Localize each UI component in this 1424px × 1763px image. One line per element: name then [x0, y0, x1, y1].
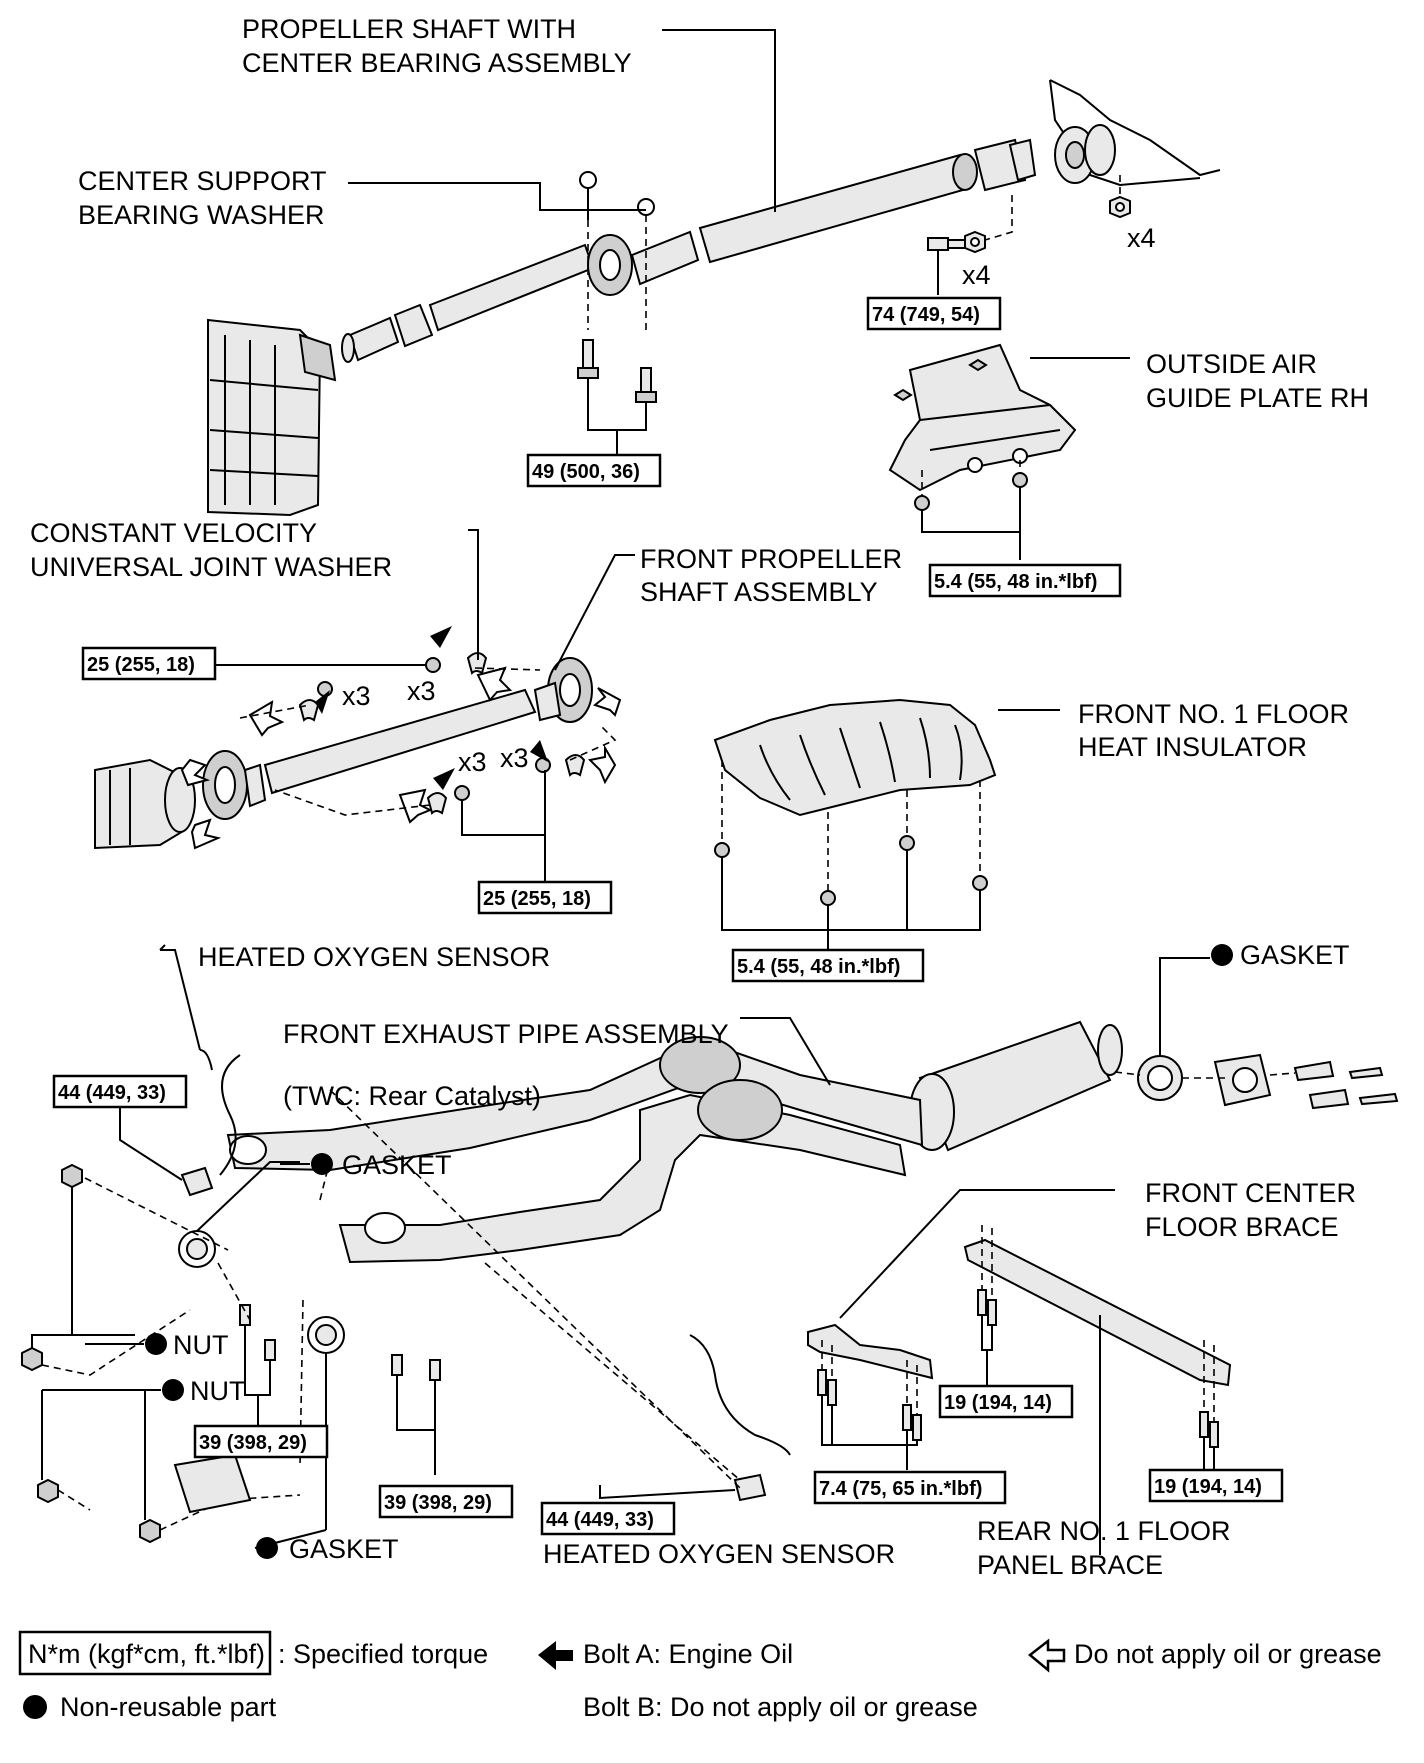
legend-bolt-a: Bolt A: Engine Oil	[583, 1639, 793, 1669]
legend-torque-box: N*m (kgf*cm, ft.*lbf)	[28, 1639, 265, 1669]
legend-non-reusable: Non-reusable part	[60, 1692, 277, 1722]
torque-39-a: 39 (398, 29)	[199, 1432, 307, 1454]
torque-19-a: 19 (194, 14)	[944, 1392, 1052, 1414]
torque-44-b: 44 (449, 33)	[546, 1509, 654, 1531]
label-floor-insulator: FRONT NO. 1 FLOOR	[1078, 699, 1349, 729]
label-x4-a: x4	[1127, 223, 1156, 253]
label-propeller-shaft: PROPELLER SHAFT WITH	[242, 14, 576, 44]
front-exhaust-pipe-group	[21, 944, 1399, 1544]
floor-heat-insulator-group	[713, 698, 1060, 955]
label-x3-c: x3	[458, 747, 487, 777]
flange-bolts	[927, 175, 1131, 295]
label-x4-b: x4	[962, 260, 991, 290]
label-front-center-brace: FRONT CENTER	[1145, 1178, 1356, 1208]
label-gasket-mid: GASKET	[342, 1150, 452, 1180]
front-propeller-shaft-group	[93, 529, 635, 885]
differential-flange-drawing	[1049, 79, 1221, 187]
hollow-arrow-left-icon	[1028, 1638, 1066, 1673]
filled-circle-icon	[23, 1695, 47, 1719]
legend-no-oil: Do not apply oil or grease	[1074, 1639, 1382, 1669]
label-heated-o2-bottom: HEATED OXYGEN SENSOR	[543, 1539, 895, 1569]
legend: N*m (kgf*cm, ft.*lbf) : Specified torque…	[18, 1630, 1382, 1722]
label-x3-d: x3	[500, 743, 529, 773]
label-cv-washer-2: UNIVERSAL JOINT WASHER	[30, 552, 392, 582]
label-cv-washer: CONSTANT VELOCITY	[30, 518, 317, 548]
label-front-prop-2: SHAFT ASSEMBLY	[640, 577, 878, 607]
torque-19-b: 19 (194, 14)	[1154, 1476, 1262, 1498]
outside-air-guide-plate-drawing	[888, 343, 1130, 560]
label-rear-brace-2: PANEL BRACE	[977, 1550, 1163, 1580]
non-reusable-bullet-icon	[162, 1379, 184, 1401]
torque-25-b: 25 (255, 18)	[483, 888, 591, 910]
torque-5-4-b: 5.4 (55, 48 in.*lbf)	[737, 956, 900, 978]
label-center-support-2: BEARING WASHER	[78, 200, 325, 230]
center-bearing-bolts	[577, 339, 657, 455]
label-nut-2: NUT	[190, 1376, 246, 1406]
non-reusable-bullet-icon	[256, 1537, 278, 1559]
propeller-shaft-drawing	[341, 138, 1037, 363]
label-center-support: CENTER SUPPORT	[78, 166, 327, 196]
non-reusable-bullet-icon	[311, 1153, 333, 1175]
torque-5-4-a: 5.4 (55, 48 in.*lbf)	[934, 571, 1097, 593]
transmission-housing-drawing	[207, 318, 337, 517]
label-rear-brace: REAR NO. 1 FLOOR	[977, 1516, 1231, 1546]
solid-arrow-left-icon	[538, 1641, 573, 1670]
label-floor-insulator-2: HEAT INSULATOR	[1078, 732, 1307, 762]
label-gasket-bottom: GASKET	[289, 1534, 399, 1564]
floor-braces-group	[807, 1189, 1232, 1555]
label-front-exhaust: FRONT EXHAUST PIPE ASSEMBLY	[283, 1019, 729, 1049]
label-nut-1: NUT	[173, 1330, 229, 1360]
label-outside-air-2: GUIDE PLATE RH	[1146, 383, 1369, 413]
non-reusable-bullet-icon	[145, 1333, 167, 1355]
torque-25-a: 25 (255, 18)	[87, 654, 195, 676]
torque-7-4: 7.4 (75, 65 in.*lbf)	[819, 1478, 982, 1500]
propeller-shaft-group	[207, 79, 1221, 560]
label-gasket-top-right: GASKET	[1240, 940, 1350, 970]
torque-44-a: 44 (449, 33)	[58, 1082, 166, 1104]
washer-2	[637, 198, 655, 216]
label-x3-b: x3	[407, 676, 436, 706]
legend-bolt-b: Bolt B: Do not apply oil or grease	[583, 1692, 978, 1722]
washer-1	[579, 171, 597, 189]
label-front-center-brace-2: FLOOR BRACE	[1145, 1212, 1339, 1242]
callout-labels: PROPELLER SHAFT WITH CENTER BEARING ASSE…	[30, 14, 1369, 1580]
label-heated-o2-top: HEATED OXYGEN SENSOR	[198, 942, 550, 972]
label-propeller-shaft-2: CENTER BEARING ASSEMBLY	[242, 48, 632, 78]
label-twc: (TWC: Rear Catalyst)	[283, 1081, 541, 1111]
oxygen-sensor-lower	[599, 1334, 791, 1502]
oxygen-sensor-upper	[119, 944, 241, 1197]
legend-torque-desc: : Specified torque	[278, 1639, 488, 1669]
non-reusable-bullet-icon	[1211, 944, 1233, 966]
label-front-prop: FRONT PROPELLER	[640, 544, 902, 574]
label-outside-air: OUTSIDE AIR	[1146, 349, 1317, 379]
label-x3-a: x3	[342, 681, 371, 711]
torque-74: 74 (749, 54)	[872, 304, 980, 326]
torque-39-b: 39 (398, 29)	[384, 1492, 492, 1514]
torque-specs: 74 (749, 54) 49 (500, 36) 5.4 (55, 48 in…	[52, 296, 1284, 1536]
torque-49: 49 (500, 36)	[532, 461, 640, 483]
